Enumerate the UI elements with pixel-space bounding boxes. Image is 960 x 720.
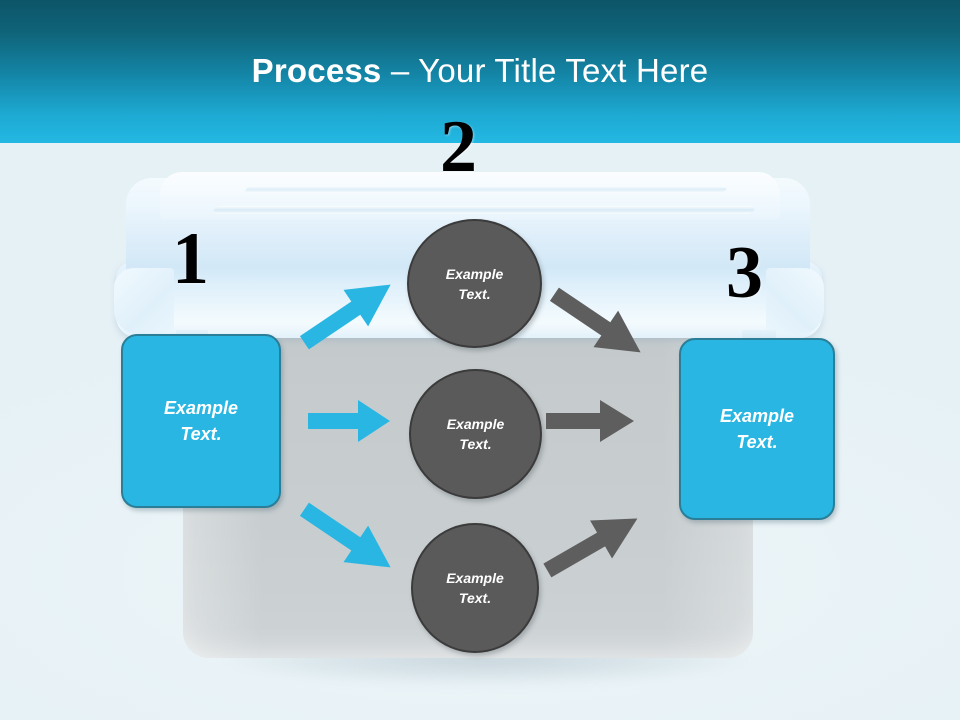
- process-circle-top[interactable]: Example Text.: [407, 219, 542, 348]
- lid-corner-left: [114, 268, 174, 334]
- lid-ridge-lower: [212, 206, 756, 214]
- process-circle-middle-line2: Text.: [459, 436, 492, 452]
- step-number-3: 3: [726, 232, 763, 314]
- process-circle-bottom-line1: Example: [446, 570, 504, 586]
- process-circle-middle-line1: Example: [446, 416, 505, 432]
- lid-ridge-upper: [244, 186, 728, 193]
- process-circle-top-line2: Text.: [458, 285, 491, 302]
- title-banner: [0, 0, 960, 143]
- lid-corner-right: [766, 268, 824, 334]
- input-box[interactable]: Example Text.: [121, 334, 281, 508]
- output-box[interactable]: Example Text.: [679, 338, 835, 520]
- process-circle-middle[interactable]: Example Text.: [409, 369, 542, 499]
- page-title-strong: Process: [251, 52, 382, 89]
- process-circle-bottom-line2: Text.: [458, 590, 492, 606]
- arrow-bottom-circle-to-output-icon: [543, 518, 638, 578]
- process-circle-top-line1: Example: [445, 265, 504, 282]
- arrow-top-circle-to-output-icon: [549, 287, 641, 353]
- input-box-line1: Example: [163, 398, 239, 418]
- arrow-input-to-middle-circle-icon: [308, 400, 390, 442]
- arrow-middle-circle-to-output-icon: [546, 400, 634, 442]
- input-box-line2: Text.: [180, 424, 222, 444]
- step-number-1: 1: [172, 218, 209, 300]
- page-title: Process – Your Title Text Here: [0, 52, 960, 90]
- arrow-input-to-top-circle-icon: [299, 284, 391, 350]
- output-box-line2: Text.: [736, 432, 778, 452]
- output-box-line1: Example: [719, 406, 795, 426]
- page-title-rest: – Your Title Text Here: [381, 52, 709, 89]
- arrow-input-to-bottom-circle-icon: [299, 502, 391, 568]
- step-number-2: 2: [440, 106, 477, 188]
- process-circle-bottom[interactable]: Example Text.: [411, 523, 539, 653]
